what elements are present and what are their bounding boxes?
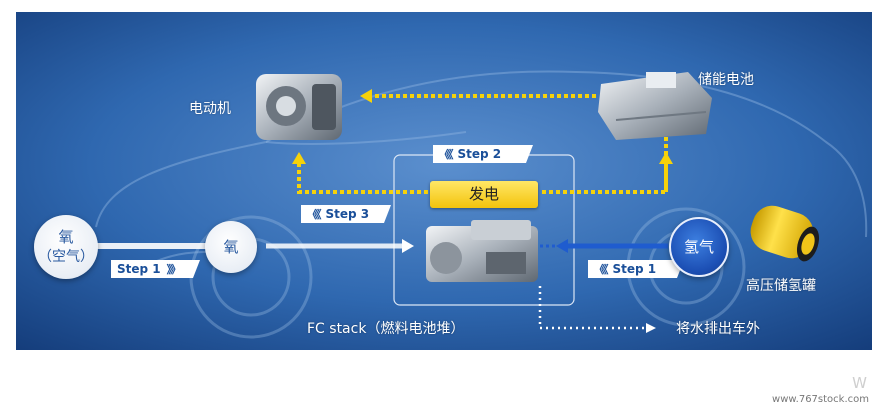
step2-text: Step 2 — [457, 147, 502, 161]
water-flow — [538, 286, 648, 330]
step3-text: Step 3 — [325, 207, 370, 221]
tank-label: 高压储氢罐 — [746, 278, 816, 294]
step1-right-text: Step 1 — [612, 262, 657, 276]
oxygen-flow — [96, 239, 414, 253]
step1-left-text: Step 1 — [117, 262, 161, 276]
generate-label: 发电 — [430, 181, 538, 208]
diagram-background — [16, 12, 872, 350]
step2-badge: 《《 Step 2 — [433, 145, 533, 163]
fc-stack-image — [426, 220, 538, 282]
water-arrowhead — [646, 323, 656, 333]
chevron-left-icon: 《《 — [307, 208, 320, 221]
battery-label: 储能电池 — [698, 72, 754, 88]
motor-image — [256, 74, 342, 140]
oxygen-circle: 氧 — [205, 221, 257, 273]
step1-right-badge: 《《 Step 1 — [588, 260, 684, 278]
water-label: 将水排出车外 — [676, 321, 760, 337]
hydrogen-flow — [556, 239, 668, 253]
battery-image — [598, 72, 712, 140]
watermark-mark: W — [852, 374, 867, 392]
chevron-left-icon: 《《 — [594, 263, 607, 276]
step3-badge: 《《 Step 3 — [301, 205, 391, 223]
diagram-panel: 电动机 储能电池 发电 《《 Step 2 《《 Step 3 Step 1 》》 《… — [16, 12, 872, 350]
fc-stack-label: FC stack（燃料电池堆） — [307, 321, 465, 337]
chevron-left-icon: 《《 — [439, 148, 452, 161]
hydrogen-tank-image — [750, 205, 820, 262]
watermark-site: www.767stock.com — [772, 394, 869, 405]
motor-label: 电动机 — [189, 101, 231, 117]
yellow-flow-lines — [297, 94, 668, 194]
oxygen-air-line1: 氧 — [58, 228, 74, 246]
chevron-right-icon: 》》 — [166, 263, 180, 276]
yellow-arrowheads — [292, 89, 673, 164]
oxygen-air-line2: （空气） — [38, 249, 94, 265]
step1-left-badge: Step 1 》》 — [111, 260, 200, 278]
hydrogen-circle: 氢气 — [669, 217, 729, 277]
oxygen-air-circle: 氧 （空气） — [34, 215, 98, 279]
